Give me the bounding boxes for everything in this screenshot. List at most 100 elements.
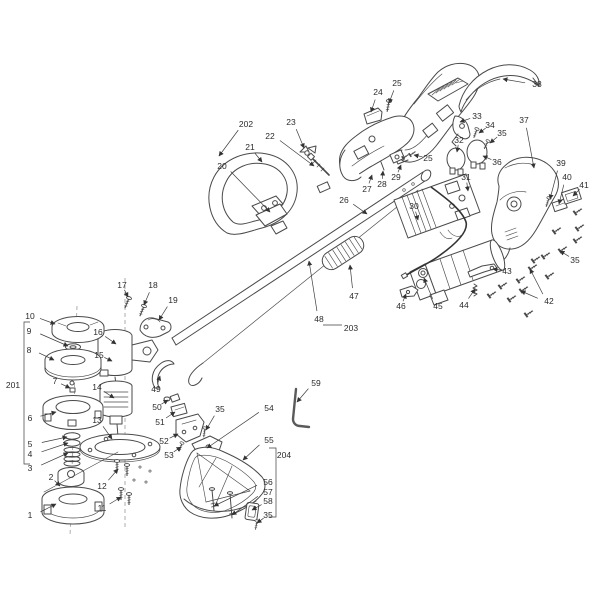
part-label-45: 45 [433,301,443,311]
leader-line-10 [39,318,56,325]
part-label-37: 37 [519,115,529,125]
flex-shaft [202,189,419,364]
leader-line-14 [103,391,115,399]
part-label-40: 40 [562,172,572,182]
part-label-10: 10 [25,311,35,321]
part-label-42: 42 [544,296,554,306]
gear-head-assembly [79,278,205,528]
part-label-27: 27 [362,184,372,194]
screw-icon [497,281,508,291]
flange-13 [79,433,161,463]
part-label-3: 3 [28,463,33,473]
vent-grille [427,77,469,102]
leader-line-54 [206,412,260,449]
part-label-51: 51 [155,417,165,427]
part-7 [69,380,76,393]
motor [409,239,506,306]
part-label-4: 4 [28,449,33,459]
leader-line-47 [347,264,353,289]
spool-8 [44,348,102,381]
part-label-53: 53 [164,450,174,460]
leader-line-9 [40,333,69,347]
part-label-11: 11 [98,503,107,513]
leader-line-44 [468,288,476,299]
part-label-46: 46 [396,301,406,311]
part-label-6: 6 [28,413,33,423]
part-label-14: 14 [92,382,102,392]
leader-line-35 [205,415,215,431]
leader-line-57 [231,496,259,516]
leader-line-35 [489,136,498,144]
flex-shaft-hook [188,362,204,386]
part-label-20: 20 [217,161,227,171]
part-label-35: 35 [215,404,225,414]
part-label-47: 47 [349,291,359,301]
leader-line-53 [173,446,182,453]
hex-key-59 [291,387,311,429]
screw-icon [486,290,497,300]
part-label-7: 7 [53,376,58,386]
bracket-29 [389,149,406,164]
part-label-28: 28 [377,179,387,189]
plate-58 [244,502,260,521]
shaft-assembly [171,169,432,386]
leader-line-25 [388,90,395,104]
leader-line-13 [102,426,113,440]
part-label-30: 30 [409,201,419,211]
leader-line-52 [169,433,179,439]
leader-line-17 [123,289,129,298]
leader-line-2 [54,480,61,487]
leader-line-36 [482,155,492,161]
part-label-29: 29 [391,172,401,182]
part-label-34: 34 [485,120,495,130]
part-label-5: 5 [28,439,33,449]
leader-line-41 [572,189,580,197]
part-label-17: 17 [117,280,127,290]
spring-44 [472,283,478,297]
part-label-49: 49 [151,384,161,394]
part-label-36: 36 [492,157,502,167]
part-label-1: 1 [28,510,33,520]
part-label-31: 31 [461,172,471,182]
grommet-45 [418,268,428,278]
trimmer-line [43,451,119,493]
part-label-24: 24 [373,87,383,97]
mount-bracket-52 [175,413,205,443]
foam-grip [321,235,365,271]
part-label-22: 22 [265,131,275,141]
leader-line-35 [256,517,264,524]
part-label-59: 59 [311,378,321,388]
part-label-25: 25 [423,153,433,163]
screw-icon [540,251,551,261]
leader-line-34 [478,127,486,134]
leader-line-20 [230,171,271,213]
screw-icon [572,207,583,217]
part-label-55: 55 [264,435,274,445]
leader-line-50 [161,399,169,405]
leader-line-18 [143,292,150,306]
screw-icon [544,271,555,281]
screw-icon [574,223,585,233]
leader-line-42 [520,290,538,299]
leader-line-3 [41,452,69,466]
bracket-46 [399,285,419,298]
part-label-21: 21 [245,142,255,152]
part-label-39: 39 [556,158,566,168]
leader-line-55 [242,444,260,461]
part-label-23: 23 [286,117,296,127]
leader-line-25 [413,153,423,159]
leader-line-24 [370,99,376,113]
washer-5 [63,432,81,440]
leader-line-15 [104,356,113,362]
loop-handle-assembly [208,145,331,235]
handle-bolt [306,152,331,194]
leader-line-35 [559,250,570,257]
leader-line-26 [352,203,368,215]
part-label-16: 16 [93,327,103,337]
leader-line-49 [156,375,162,384]
leader-line-30 [414,211,420,221]
part-label-56: 56 [263,477,273,487]
screw-icon [515,275,526,285]
